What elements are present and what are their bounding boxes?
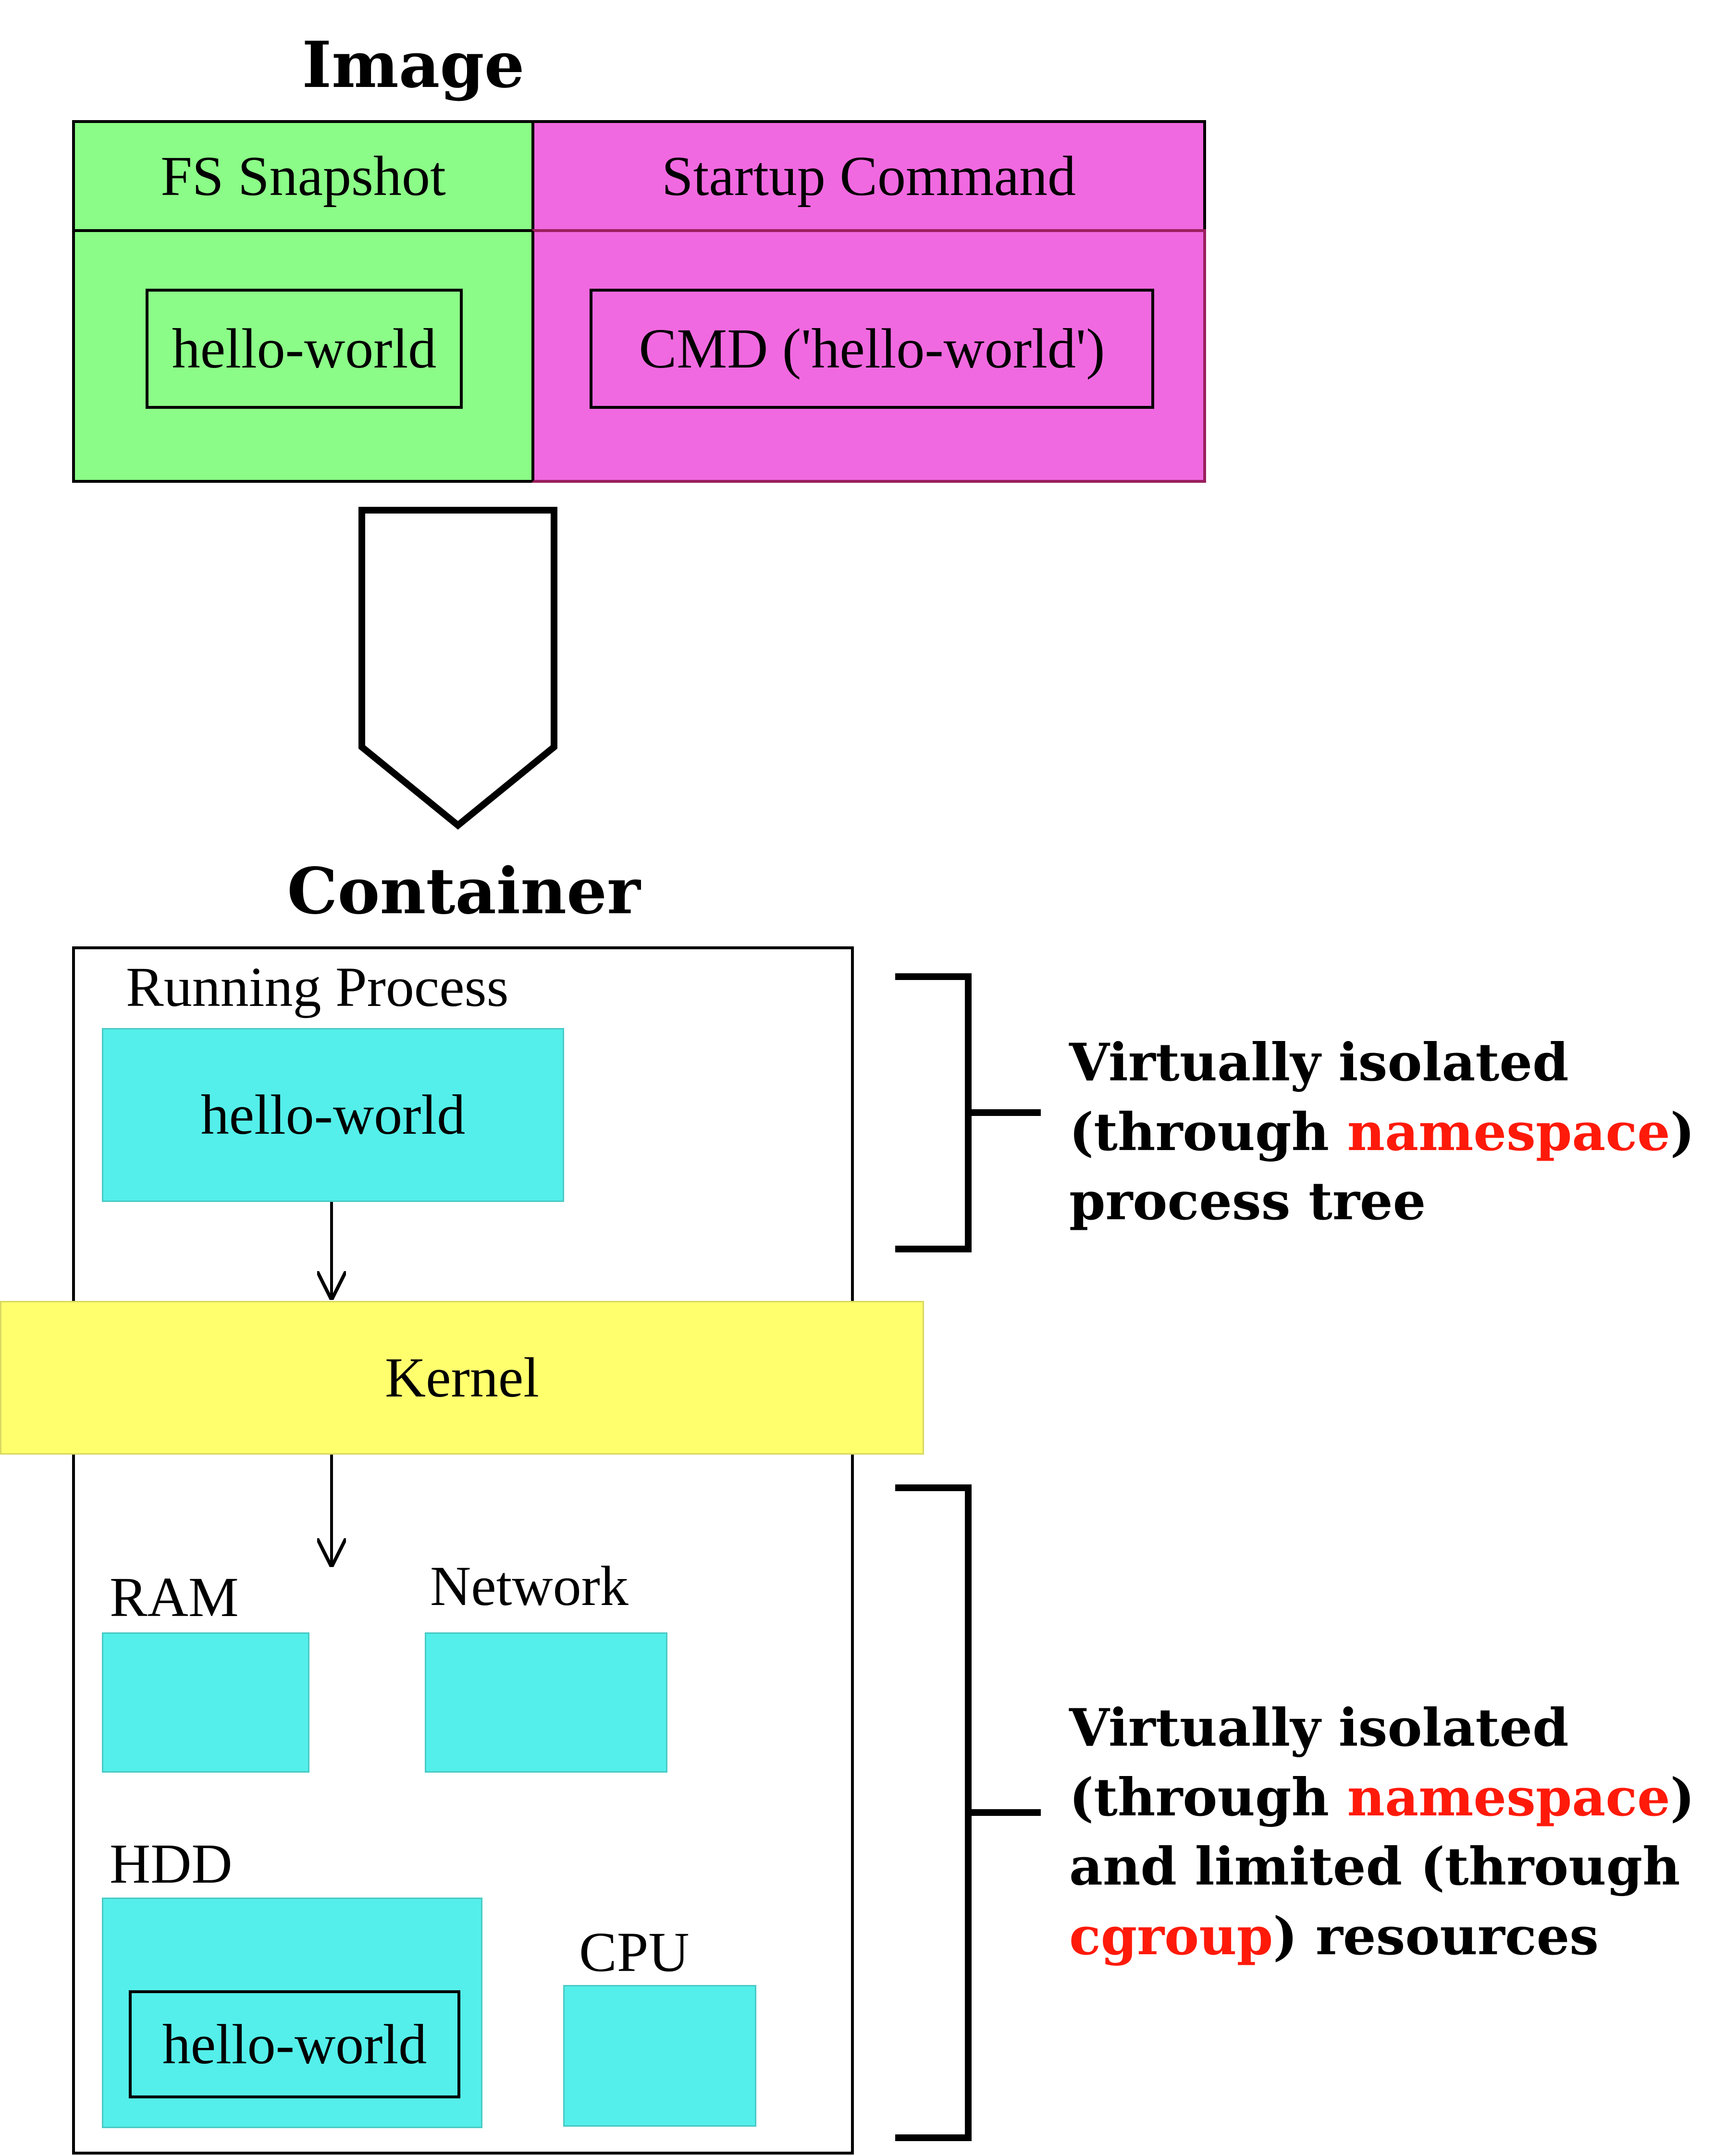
namespace-highlight: namespace [1347,1102,1670,1163]
resources-note: Virtually isolated (through namespace) a… [1069,1693,1695,1972]
running-process-label: Running Process [126,956,509,1018]
resources-bracket [895,1484,1041,2141]
process-tree-note-line2: (through namespace) [1069,1102,1695,1163]
fs-snapshot-item: hello-world [146,289,463,409]
hdd-label: HDD [110,1832,233,1895]
image-block: FS Snapshot hello-world Startup Command … [72,120,1206,483]
cpu-box [563,1985,756,2127]
network-label: Network [430,1555,629,1617]
hdd-box: hello-world [102,1898,482,2128]
ram-label: RAM [110,1566,239,1629]
startup-command-item: CMD ('hello-world') [590,289,1154,409]
cgroup-highlight: cgroup [1069,1906,1273,1967]
process-tree-bracket [895,973,1041,1252]
network-box [425,1632,667,1773]
process-tree-note-line3: process tree [1069,1171,1426,1232]
ram-box [102,1632,309,1773]
hdd-item: hello-world [129,1990,460,2098]
kernel-bar: Kernel [0,1301,924,1455]
resources-note-line3: and limited (through [1069,1837,1680,1898]
resources-note-line1: Virtually isolated [1069,1698,1569,1758]
running-process-box: hello-world [102,1028,564,1202]
startup-command-body: CMD ('hello-world') [531,229,1206,483]
image-to-container-arrow [358,507,557,830]
container-box [72,946,854,2155]
cpu-label: CPU [579,1921,690,1984]
resources-note-line2: (through namespace) [1069,1767,1695,1828]
resources-note-line4: cgroup) resources [1069,1906,1599,1967]
process-tree-note: Virtually isolated (through namespace) p… [1069,1028,1695,1237]
process-tree-note-line1: Virtually isolated [1069,1032,1569,1093]
namespace-highlight: namespace [1347,1767,1670,1828]
image-title: Image [302,27,525,102]
container-title: Container [287,854,641,929]
fs-snapshot-header: FS Snapshot [72,120,534,232]
